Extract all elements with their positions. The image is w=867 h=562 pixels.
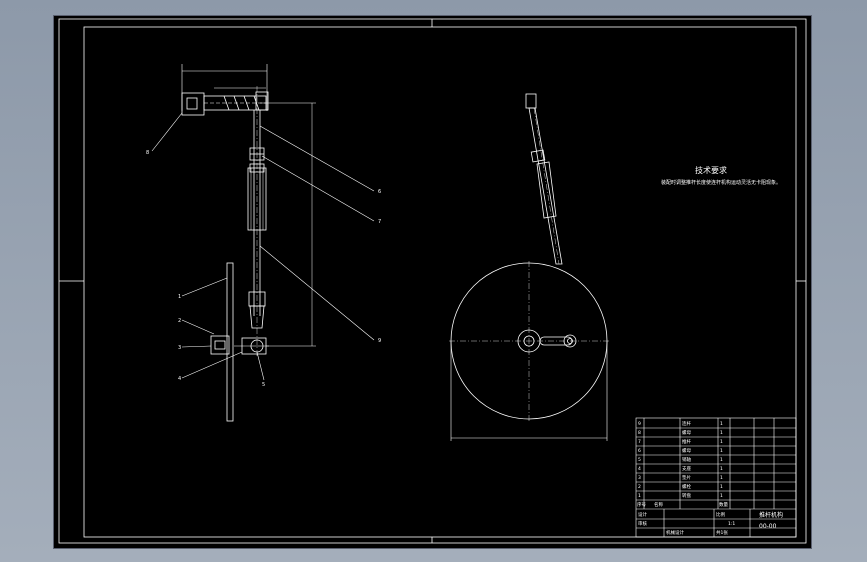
tb-scale: 1:1 bbox=[728, 521, 735, 527]
tb-header-no: 序号 bbox=[637, 501, 646, 508]
bom-no-cell: 3 bbox=[638, 475, 641, 481]
bom-name-cell: 连杆 bbox=[682, 420, 691, 427]
cad-drawing: 8 6 7 9 1 2 3 4 5 技术要求 装配时调整推杆长度使连杆机构运动灵… bbox=[58, 18, 807, 544]
bom-qty-cell: 1 bbox=[720, 439, 723, 445]
tb-designer-label: 设计 bbox=[638, 511, 647, 518]
bom-qty-cell: 1 bbox=[720, 457, 723, 463]
outer-frame bbox=[58, 18, 807, 544]
tb-check-label: 审核 bbox=[638, 520, 647, 527]
bom-no-cell: 9 bbox=[638, 421, 641, 427]
bom-qty-cell: 1 bbox=[720, 484, 723, 490]
callout-3: 3 bbox=[178, 345, 181, 351]
top-block bbox=[181, 92, 205, 116]
tb-school: 机械设计 bbox=[666, 529, 684, 536]
bom-qty-cell: 1 bbox=[720, 421, 723, 427]
callout-7: 7 bbox=[378, 219, 381, 225]
callout-1: 1 bbox=[178, 294, 181, 300]
bom-name-cell: 支座 bbox=[682, 465, 691, 472]
tb-drawing-name: 推杆机构 bbox=[759, 511, 783, 519]
callout-2: 2 bbox=[178, 318, 181, 324]
threaded-sleeve bbox=[247, 167, 267, 231]
bom-qty-cell: 1 bbox=[720, 466, 723, 472]
bom-qty-cell: 1 bbox=[720, 493, 723, 499]
tb-scale-label: 比例 bbox=[716, 511, 725, 518]
callout-9: 9 bbox=[378, 338, 381, 344]
callout-4: 4 bbox=[178, 376, 181, 382]
tb-header-name: 名称 bbox=[654, 501, 663, 508]
bracket bbox=[210, 335, 230, 355]
bom-name-cell: 推杆 bbox=[682, 438, 691, 445]
bom-no-cell: 6 bbox=[638, 448, 641, 454]
tech-req-title: 技术要求 bbox=[695, 165, 727, 175]
side-top-block bbox=[525, 93, 537, 109]
bom-no-cell: 5 bbox=[638, 457, 641, 463]
bom-name-cell: 销轴 bbox=[682, 456, 691, 463]
bom-no-cell: 4 bbox=[638, 466, 641, 472]
callout-6: 6 bbox=[378, 189, 381, 195]
bom-name-cell: 垫片 bbox=[682, 474, 691, 481]
bom-no-cell: 1 bbox=[638, 493, 641, 499]
bom-name-cell: 螺母 bbox=[682, 447, 691, 454]
bom-name-cell: 螺母 bbox=[682, 429, 691, 436]
callout-5: 5 bbox=[262, 382, 265, 388]
bom-name-cell: 螺栓 bbox=[682, 483, 691, 490]
bom-qty-cell: 1 bbox=[720, 475, 723, 481]
bom-name-cell: 转盘 bbox=[682, 492, 691, 499]
bom-no-cell: 2 bbox=[638, 484, 641, 490]
crank-pin bbox=[563, 334, 577, 348]
tb-drawing-no: 00-00 bbox=[759, 523, 777, 530]
bom-qty-cell: 1 bbox=[720, 448, 723, 454]
bom-qty-cell: 1 bbox=[720, 430, 723, 436]
side-rod bbox=[528, 107, 563, 265]
callout-8: 8 bbox=[146, 150, 149, 156]
bom-table bbox=[635, 417, 797, 538]
bom-no-cell: 7 bbox=[638, 439, 641, 445]
bom-no-cell: 8 bbox=[638, 430, 641, 436]
tb-header-qty: 数量 bbox=[719, 501, 728, 508]
tb-sheet-label: 共1张 bbox=[716, 529, 728, 536]
inner-frame bbox=[83, 26, 797, 538]
base-plate bbox=[226, 262, 234, 422]
tech-req-text: 装配时调整推杆长度使连杆机构运动灵活无卡阻现象。 bbox=[661, 179, 781, 186]
drawing-sheet: 8 6 7 9 1 2 3 4 5 技术要求 装配时调整推杆长度使连杆机构运动灵… bbox=[54, 16, 811, 548]
